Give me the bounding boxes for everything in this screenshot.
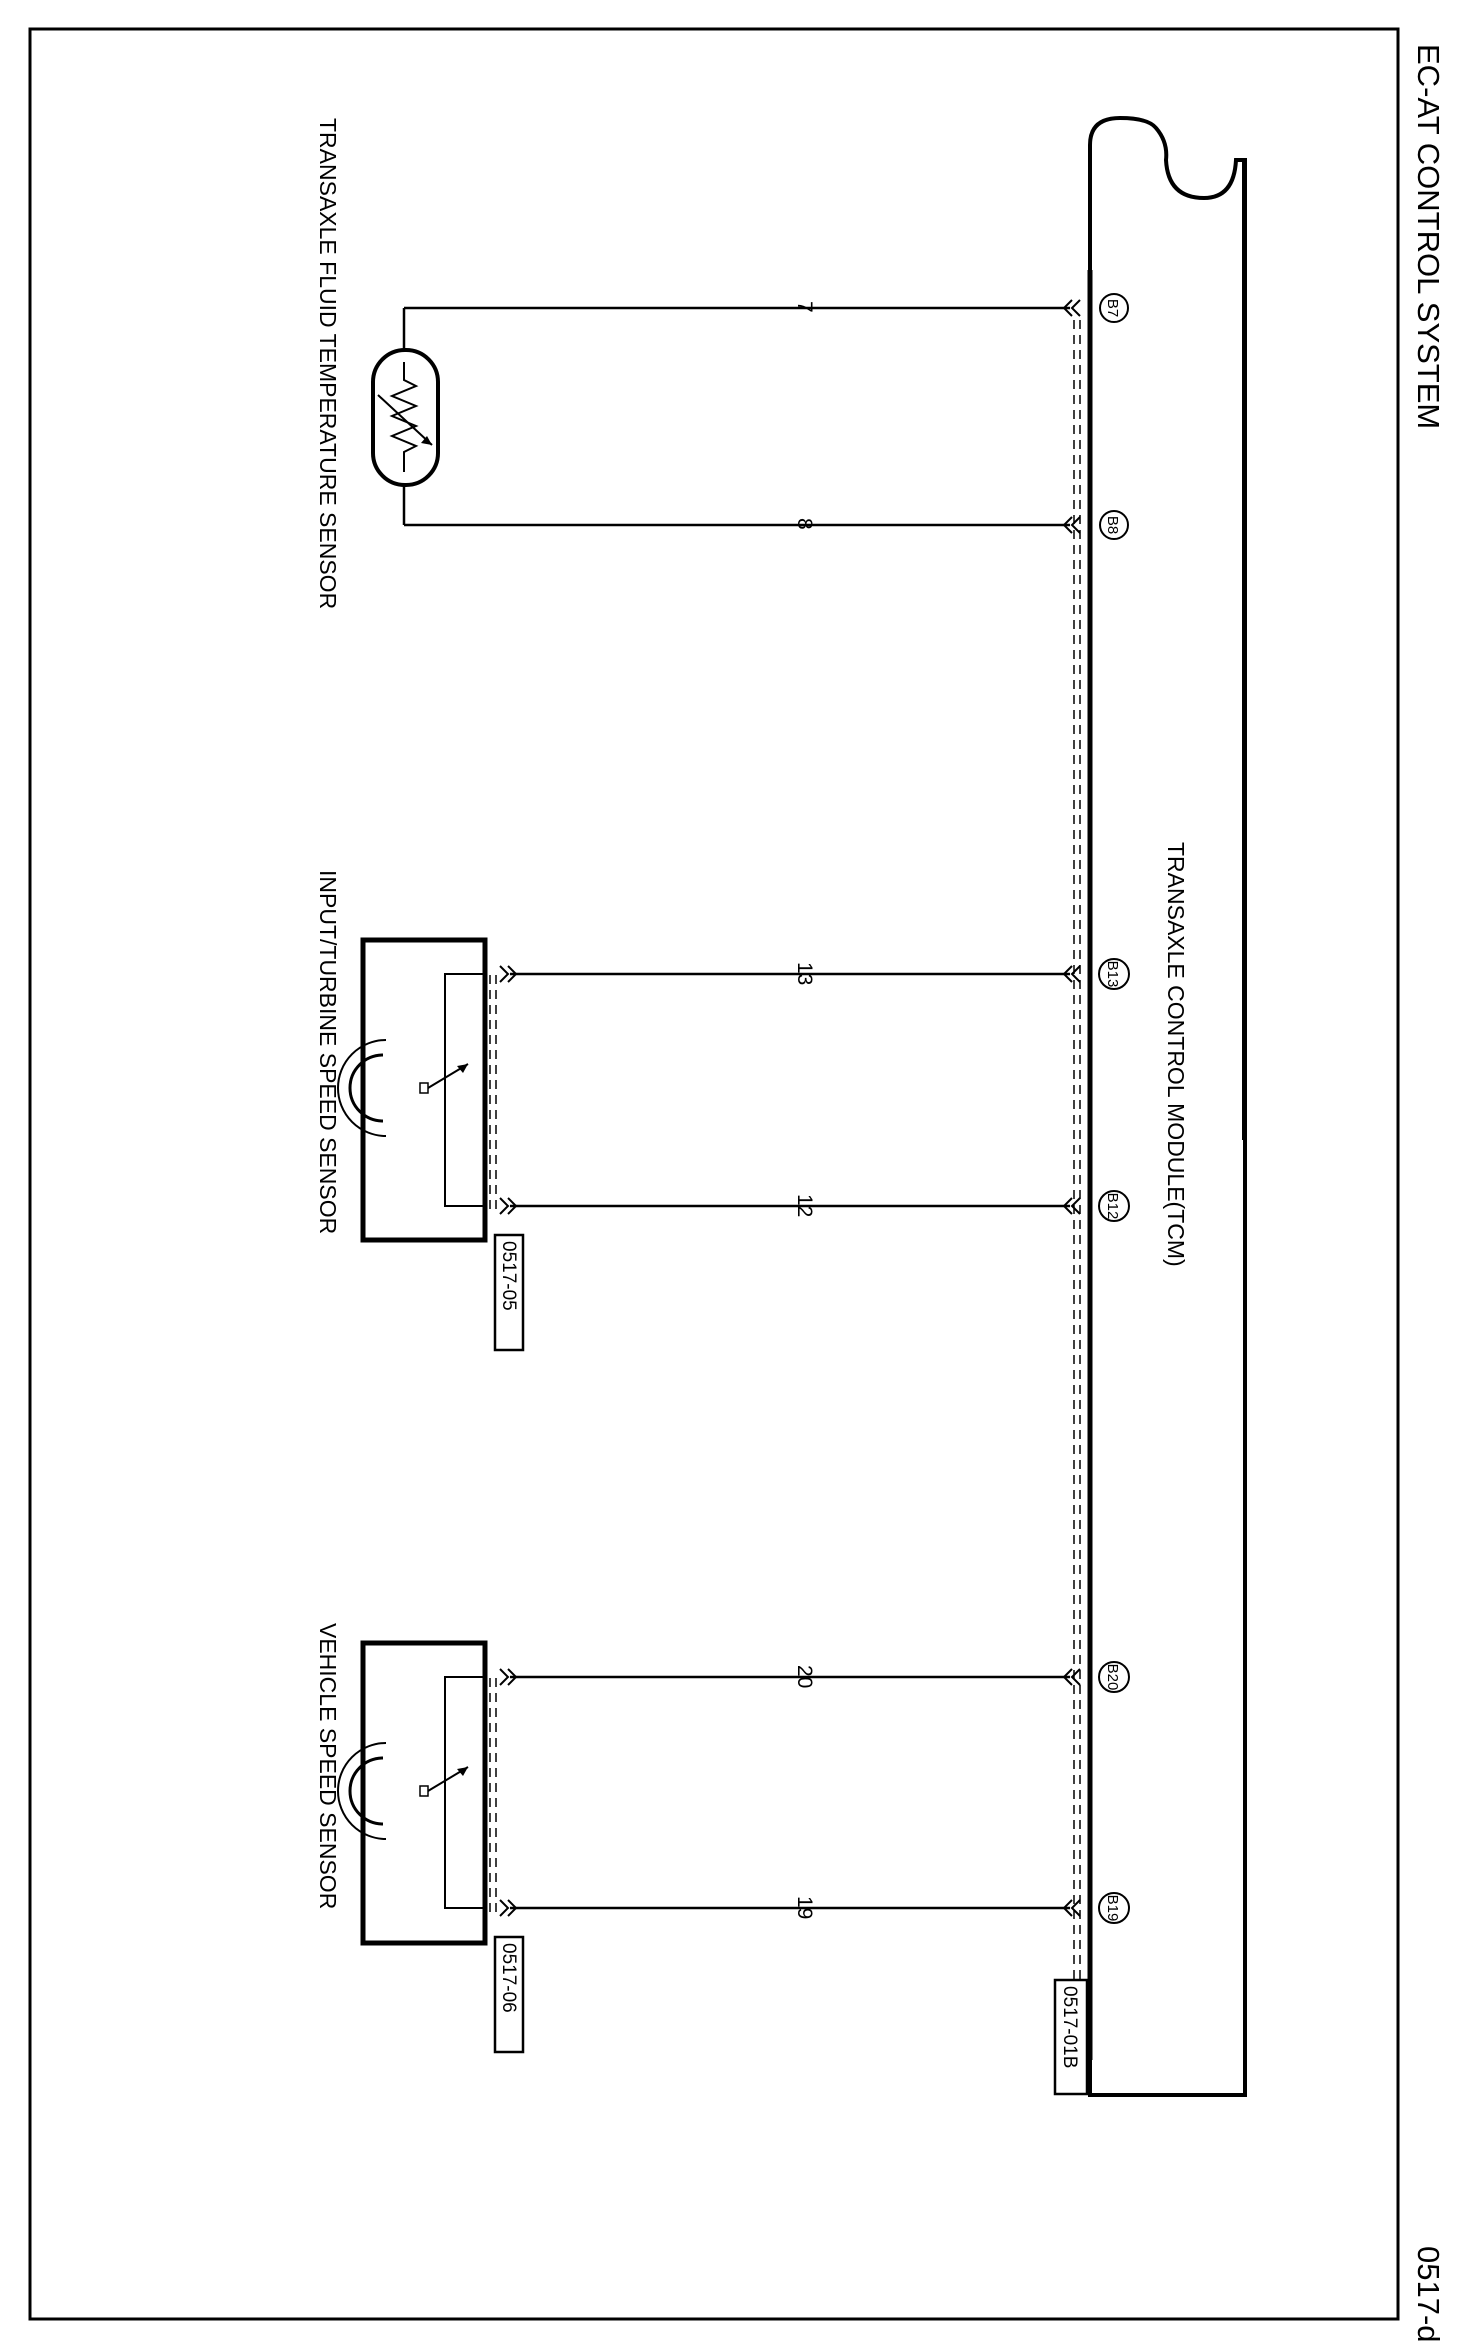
fluid-temp-sensor [371, 308, 440, 525]
connector-label-06: 0517-06 [498, 1943, 519, 2013]
connector-label-05: 0517-05 [498, 1241, 519, 1311]
page-code: 0517-d [1411, 2246, 1446, 2343]
connector-chevron-b19 [1062, 1899, 1073, 1917]
wire-number-8: 8 [793, 518, 816, 530]
pin-label-b12: B12 [1104, 1193, 1121, 1220]
connector-box-06 [493, 1935, 525, 2054]
thermistor-icon [377, 362, 433, 472]
pin-circle-b8 [1099, 510, 1129, 540]
input-turbine-speed-sensor: 0517-05 [337, 937, 525, 1352]
connector-shield-05 [489, 975, 497, 1210]
connector-chevron-b12 [1062, 1197, 1073, 1215]
tcm-harness-shield [1073, 320, 1081, 2040]
wire-number-7: 7 [793, 301, 816, 313]
tcm-module-label: TRANSAXLE CONTROL MODULE(TCM) [1163, 842, 1189, 1267]
pin-circle-b12 [1098, 1190, 1130, 1222]
connector-chevron-b8 [1062, 516, 1073, 534]
wire-number-20: 20 [793, 1665, 816, 1688]
thermistor-housing [371, 348, 440, 487]
pin-circle-b19 [1098, 1892, 1130, 1924]
connector-chevron-b7 [1062, 299, 1073, 317]
connector-box-05 [493, 1233, 525, 1352]
connector-chevron-b20 [1062, 1668, 1073, 1686]
fluid-temp-sensor-label: TRANSAXLE FLUID TEMPERATURE SENSOR [315, 118, 341, 609]
pin-label-b20: B20 [1104, 1664, 1121, 1691]
connector-chevron-b13 [1062, 965, 1073, 983]
connector-shield-06 [489, 1678, 497, 1912]
circuit-b13: 13 B13 [499, 958, 1130, 990]
pin-label-b7: B7 [1104, 299, 1121, 317]
pin-circle-b20 [1098, 1661, 1130, 1693]
circuit-b20: 20 B20 [499, 1661, 1130, 1693]
pin-label-b8: B8 [1104, 516, 1121, 534]
input-turbine-speed-sensor-label: INPUT/TURBINE SPEED SENSOR [315, 870, 341, 1234]
page-frame [28, 27, 1400, 2321]
sensor-chevron-20 [499, 1668, 510, 1686]
pin-label-b19: B19 [1104, 1895, 1121, 1922]
tcm-module-outline [1088, 115, 1247, 2097]
sensor-chevron-12 [499, 1197, 510, 1215]
speed-sensor-icon [337, 1742, 469, 1840]
speed-sensor-icon [337, 1039, 469, 1137]
wire-number-12: 12 [793, 1194, 816, 1217]
wire-number-13: 13 [793, 962, 816, 985]
tcm-connector-label: 0517-01B [1059, 1986, 1080, 2068]
circuit-b8: 8 B8 [404, 510, 1129, 540]
tcm-connector-box: 0517-01B [1053, 1978, 1089, 2096]
page-title: EC-AT CONTROL SYSTEM [1411, 44, 1446, 429]
vehicle-speed-sensor: 0517-06 [337, 1640, 525, 2054]
wire-number-19: 19 [793, 1896, 816, 1919]
circuit-b12: 12 B12 [499, 1190, 1130, 1222]
pin-label-b13: B13 [1104, 961, 1121, 988]
vehicle-speed-sensor-label: VEHICLE SPEED SENSOR [315, 1623, 341, 1909]
circuit-b7: 7 B7 [404, 293, 1129, 323]
sensor-chevron-19 [499, 1899, 510, 1917]
circuit-b19: 19 B19 [499, 1892, 1130, 1924]
pin-circle-b13 [1098, 958, 1130, 990]
sensor-chevron-13 [499, 965, 510, 983]
pin-circle-b7 [1099, 293, 1129, 323]
